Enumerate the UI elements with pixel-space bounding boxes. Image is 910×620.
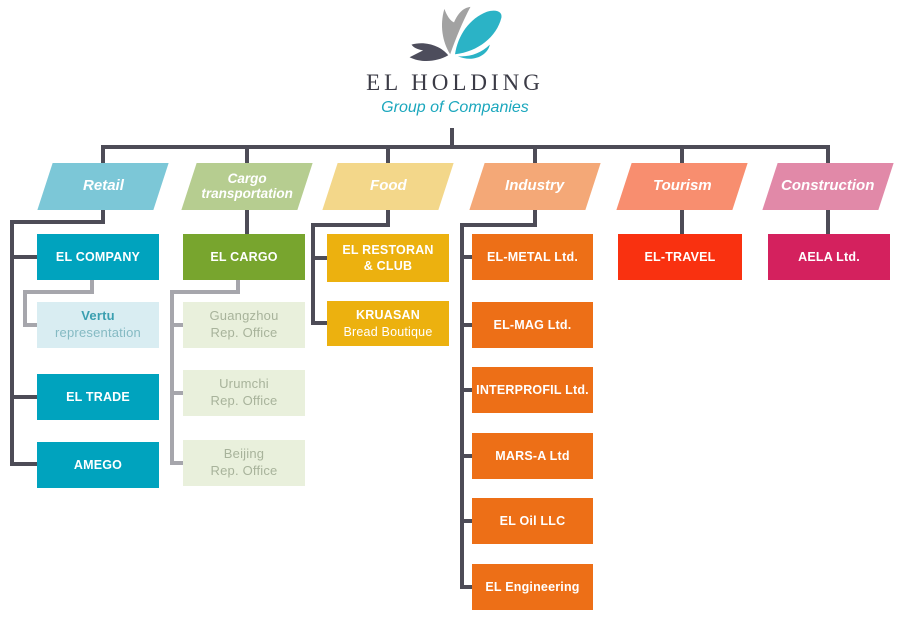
branch-header-food: Food [322, 163, 454, 210]
node-sublabel: & CLUB [363, 259, 413, 273]
node-beijing-rep-office: Beijing Rep. Office [183, 440, 305, 486]
connector-construction-direct [826, 210, 830, 234]
connector-drop-retail [101, 145, 105, 163]
connector-stub-kruasan [311, 321, 327, 325]
company-title: EL HOLDING [366, 70, 544, 95]
connector-stub-el-company [10, 255, 37, 259]
connector-retail-elbow-h [10, 220, 105, 224]
connector-food-elbow-h [311, 223, 390, 227]
node-label: EL Engineering [485, 579, 580, 594]
connector-stub-el-metal [460, 255, 472, 259]
connector-industry-elbow-h [460, 223, 537, 227]
node-el-trade: EL TRADE [37, 374, 159, 420]
brand-header: EL HOLDING Group of Companies [255, 0, 655, 117]
connector-stub-el-restoran [311, 256, 327, 260]
bird-logo-icon [409, 6, 502, 62]
node-label: EL-TRAVEL [644, 249, 716, 264]
node-label: AELA Ltd. [798, 249, 860, 264]
connector-retail-rail [10, 220, 14, 466]
branch-header-retail: Retail [37, 163, 169, 210]
node-label: EL-METAL Ltd. [486, 249, 578, 264]
connector-stub-guangzhou [170, 323, 183, 327]
company-subtitle: Group of Companies [381, 99, 529, 116]
connector-vertu-elbow-h [23, 290, 94, 294]
node-sublabel: Rep. Office [210, 325, 278, 340]
node-sublabel: Rep. Office [210, 393, 278, 408]
connector-food-elbow-v [386, 210, 390, 227]
connector-stub-amego [10, 462, 37, 466]
node-el-company: EL COMPANY [37, 234, 159, 280]
connector-industry-elbow-v [533, 210, 537, 227]
branch-header-tourism: Tourism [616, 163, 748, 210]
node-el-metal: EL-METAL Ltd. [472, 234, 593, 280]
connector-stub-mars-a [460, 454, 472, 458]
node-el-oil: EL Oil LLC [472, 498, 593, 544]
branch-label: Construction [781, 177, 875, 195]
connector-drop-construction [826, 145, 830, 163]
node-label: EL TRADE [66, 389, 130, 404]
node-label: EL CARGO [210, 249, 278, 264]
connector-cargo-sub-elbow-h [170, 290, 240, 294]
node-sublabel: Bread Boutique [343, 324, 433, 339]
node-aela: AELA Ltd. [768, 234, 890, 280]
branch-label: Industry [505, 177, 565, 195]
node-guangzhou-rep-office: Guangzhou Rep. Office [183, 302, 305, 348]
node-amego: AMEGO [37, 442, 159, 488]
connector-stub-beijing [170, 461, 183, 465]
node-interprofil: INTERPROFIL Ltd. [472, 367, 593, 413]
node-label: EL RESTORAN [342, 242, 434, 257]
connector-stub-el-trade [10, 395, 37, 399]
node-el-cargo: EL CARGO [183, 234, 305, 280]
connector-stub-el-mag [460, 323, 472, 327]
connector-drop-food [386, 145, 390, 163]
connector-retail-elbow-v [101, 210, 105, 224]
connector-vertu-drop [90, 280, 94, 294]
connector-stub-el-oil [460, 519, 472, 523]
node-label: Beijing [223, 446, 265, 462]
node-label: Urumchi [219, 376, 269, 392]
node-label: EL-MAG Ltd. [493, 317, 572, 332]
connector-industry-rail [460, 223, 464, 589]
branch-label: Tourism [652, 177, 712, 195]
connector-top-rail [101, 145, 830, 149]
connector-stub-vertu [23, 323, 37, 327]
branch-label: Retail [82, 177, 124, 195]
node-label: EL Oil LLC [499, 513, 566, 528]
connector-stub-urumchi [170, 391, 183, 395]
node-label: Vertu [81, 308, 115, 324]
branch-header-cargo-transportation: Cargo transportation [181, 163, 313, 210]
node-label: INTERPROFIL Ltd. [476, 382, 589, 397]
node-vertu-representation: Vertu representation [37, 302, 159, 348]
connector-drop-tourism [680, 145, 684, 163]
node-urumchi-rep-office: Urumchi Rep. Office [183, 370, 305, 416]
node-kruasan-bread-boutique: KRUASAN Bread Boutique [327, 301, 449, 346]
branch-header-construction: Construction [762, 163, 894, 210]
connector-cargo-sub-rail [170, 290, 174, 465]
node-sublabel: representation [55, 325, 141, 340]
connector-stub-interprofil [460, 388, 472, 392]
connector-drop-cargo [245, 145, 249, 163]
connector-cargo-direct [245, 210, 249, 234]
connector-vertu-rail [23, 290, 27, 327]
node-sublabel: Rep. Office [210, 463, 278, 478]
branch-header-industry: Industry [469, 163, 601, 210]
connector-logo-drop [450, 128, 454, 149]
node-label: Guangzhou [209, 308, 279, 324]
node-el-engineering: EL Engineering [472, 564, 593, 610]
connector-drop-industry [533, 145, 537, 163]
branch-label: Food [369, 177, 407, 195]
connector-cargo-sub-drop [236, 280, 240, 294]
connector-food-rail [311, 223, 315, 325]
node-label: AMEGO [73, 457, 123, 472]
connector-tourism-direct [680, 210, 684, 234]
connector-stub-el-engineering [460, 585, 472, 589]
node-label: MARS-A Ltd [495, 448, 570, 463]
branch-label: Cargo transportation [201, 171, 293, 202]
node-el-mag: EL-MAG Ltd. [472, 302, 593, 348]
node-el-travel: EL-TRAVEL [618, 234, 742, 280]
node-label: EL COMPANY [55, 249, 141, 264]
node-label: KRUASAN [356, 308, 420, 323]
node-mars-a: MARS-A Ltd [472, 433, 593, 479]
node-el-restoran-club: EL RESTORAN & CLUB [327, 234, 449, 282]
